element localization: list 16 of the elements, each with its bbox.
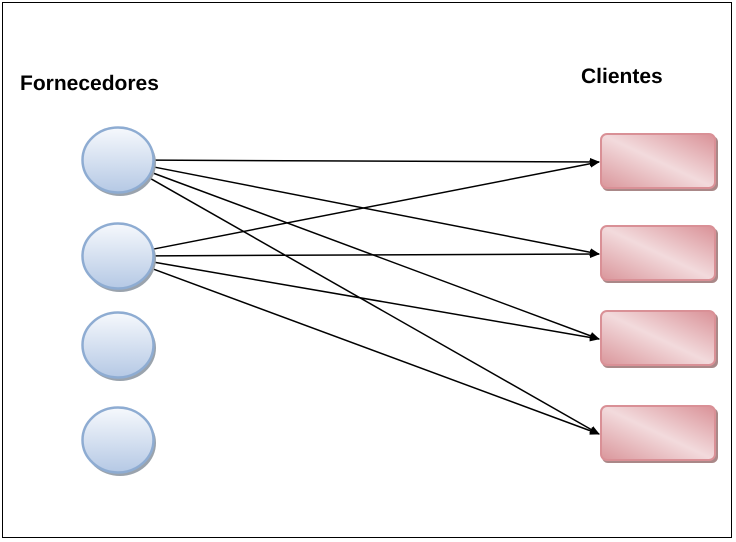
- column-heading: Clientes: [581, 65, 663, 89]
- supplier-circle: [81, 126, 155, 194]
- arrow: [155, 158, 600, 166]
- supplier-circle: [81, 406, 155, 474]
- supplier-circle: [81, 222, 155, 290]
- client-box: [600, 133, 718, 191]
- arrow: [154, 262, 600, 342]
- arrow: [152, 172, 600, 340]
- column-heading: Fornecedores: [20, 72, 159, 96]
- arrow: [149, 177, 600, 435]
- client-box: [600, 405, 718, 463]
- arrow: [155, 250, 600, 258]
- client-box: [600, 225, 718, 283]
- client-box: [600, 310, 718, 368]
- arrow: [152, 268, 600, 435]
- supplier-circle: [81, 311, 155, 379]
